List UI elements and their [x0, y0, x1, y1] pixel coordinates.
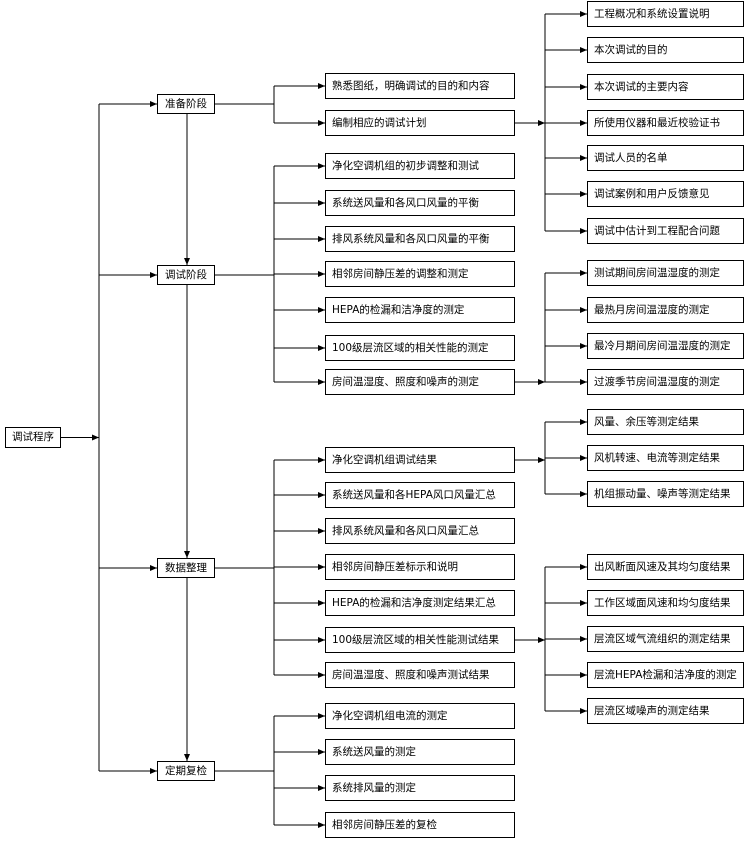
stage-node: 调试阶段	[157, 265, 215, 285]
step-node: 编制相应的调试计划	[325, 110, 515, 136]
detail-node: 工作区域面风速和均匀度结果	[587, 590, 744, 616]
step-node: 净化空调机组电流的测定	[325, 703, 515, 729]
step-node: 系统送风量的测定	[325, 739, 515, 765]
detail-node: 测试期间房间温湿度的测定	[587, 260, 744, 286]
detail-node: 过渡季节房间温湿度的测定	[587, 369, 744, 395]
step-node: HEPA的检漏和洁净度的测定	[325, 297, 515, 323]
step-node: 相邻房间静压差标示和说明	[325, 554, 515, 580]
detail-node: 最热月房间温湿度的测定	[587, 297, 744, 323]
stage-node: 数据整理	[157, 558, 215, 578]
stage-node: 定期复检	[157, 761, 215, 781]
step-node: 排风系统风量和各风口风量汇总	[325, 518, 515, 544]
detail-node: 最冷月期间房间温湿度的测定	[587, 333, 744, 359]
detail-node: 调试案例和用户反馈意见	[587, 181, 744, 207]
step-node: 排风系统风量和各风口风量的平衡	[325, 226, 515, 252]
step-node: 净化空调机组的初步调整和测试	[325, 153, 515, 179]
step-node: 100级层流区域的相关性能测试结果	[325, 627, 515, 653]
step-node: 系统排风量的测定	[325, 775, 515, 801]
detail-node: 本次调试的主要内容	[587, 74, 744, 100]
detail-node: 所使用仪器和最近校验证书	[587, 110, 744, 136]
detail-node: 风机转速、电流等测定结果	[587, 445, 744, 471]
detail-node: 调试人员的名单	[587, 145, 744, 171]
step-node: 房间温湿度、照度和噪声的测定	[325, 369, 515, 395]
detail-node: 风量、余压等测定结果	[587, 409, 744, 435]
step-node: HEPA的检漏和洁净度测定结果汇总	[325, 590, 515, 616]
step-node: 房间温湿度、照度和噪声测试结果	[325, 662, 515, 688]
stage-node: 准备阶段	[157, 94, 215, 114]
detail-node: 机组振动量、噪声等测定结果	[587, 481, 744, 507]
detail-node: 出风断面风速及其均匀度结果	[587, 554, 744, 580]
step-node: 熟悉图纸，明确调试的目的和内容	[325, 73, 515, 99]
detail-node: 调试中估计到工程配合问题	[587, 218, 744, 244]
detail-node: 层流HEPA检漏和洁净度的测定	[587, 662, 744, 688]
detail-node: 层流区域气流组织的测定结果	[587, 626, 744, 652]
step-node: 相邻房间静压差的复检	[325, 812, 515, 838]
root-node: 调试程序	[5, 427, 61, 448]
step-node: 相邻房间静压差的调整和测定	[325, 261, 515, 287]
step-node: 100级层流区域的相关性能的测定	[325, 335, 515, 361]
detail-node: 层流区域噪声的测定结果	[587, 698, 744, 724]
step-node: 系统送风量和各风口风量的平衡	[325, 190, 515, 216]
detail-node: 本次调试的目的	[587, 37, 744, 63]
detail-node: 工程概况和系统设置说明	[587, 1, 744, 27]
step-node: 系统送风量和各HEPA风口风量汇总	[325, 482, 515, 508]
step-node: 净化空调机组调试结果	[325, 447, 515, 473]
